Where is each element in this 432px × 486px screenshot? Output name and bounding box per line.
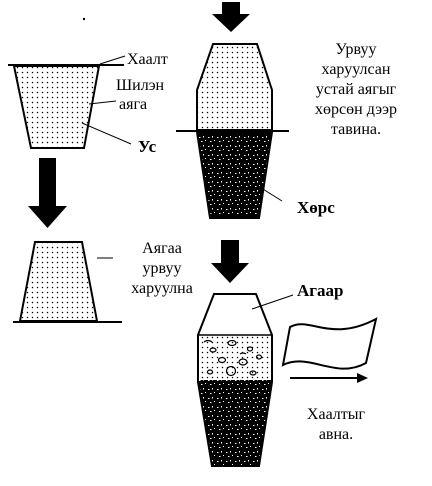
soil-pointer: [257, 185, 283, 202]
glass-outline: [197, 293, 273, 467]
down-arrow-icon: [212, 2, 250, 32]
step3-text-line1: Аягаа: [142, 240, 182, 257]
soil-region: [198, 380, 272, 466]
step2-text-line4: хөрсөн дээр: [315, 101, 397, 118]
step4-text-line1: Хаалтыг: [307, 406, 366, 423]
air-bubbles: [203, 339, 263, 377]
step3-text-line3: харуулна: [131, 280, 193, 297]
step3-text-line2: урвуу: [142, 260, 181, 277]
inverted-glass-water: [196, 43, 273, 131]
step3-glass: Аягаа урвуу харуулна: [13, 240, 193, 323]
stray-dot: [82, 17, 86, 21]
step2-text-line1: Урвуу: [336, 41, 377, 58]
step2-text-line5: тавина.: [331, 121, 381, 138]
right-arrow-icon: [290, 373, 368, 383]
step1-glass: Хаалт Шилэн аяга Ус: [8, 51, 168, 156]
upright-glass-water: [18, 241, 99, 322]
air-pointer: [251, 294, 294, 310]
step2-text-line3: устай аягыг: [316, 81, 397, 98]
down-arrow-icon: [28, 158, 67, 228]
glass-label-line1: Шилэн: [116, 77, 165, 94]
soil-label: Хөрс: [297, 198, 335, 217]
water-pointer: [81, 122, 132, 145]
glass-label-line2: аяга: [119, 96, 147, 113]
step2-text-line2: харуулсан: [322, 61, 391, 78]
step4-glass: Агаар: [197, 281, 343, 467]
water-label: Ус: [138, 137, 157, 156]
air-region: [198, 294, 272, 335]
glass-with-water: [12, 65, 101, 149]
down-arrow-icon: [211, 240, 249, 283]
lid-label: Хаалт: [127, 51, 168, 68]
step4-text-line2: авна.: [319, 426, 353, 443]
air-label: Агаар: [297, 281, 343, 300]
step2-glass-on-soil: Урвуу харуулсан устай аягыг хөрсөн дээр …: [176, 41, 397, 219]
soil-column: [195, 131, 274, 219]
removed-lid-icon: [281, 317, 378, 370]
glass-pointer: [88, 100, 117, 105]
lid-pointer: [99, 55, 126, 65]
